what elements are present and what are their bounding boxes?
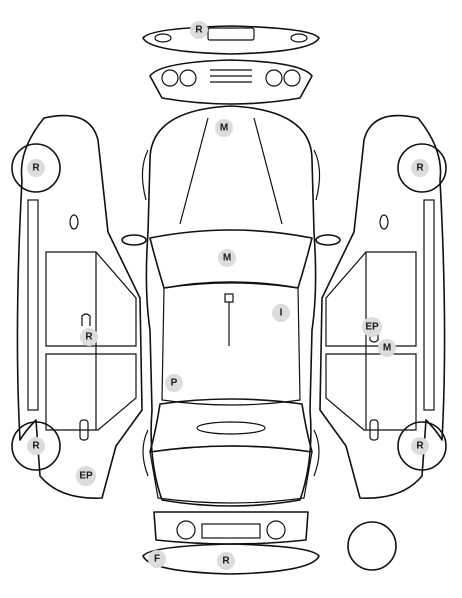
marker-left-wheel-front[interactable]: R [27,159,45,177]
car-body-top-view [121,105,341,507]
marker-front-bumper-left[interactable]: F [148,550,166,568]
marker-front-bumper[interactable]: R [217,552,235,570]
marker-label: I [280,308,283,319]
marker-left-wheel-rear[interactable]: R [27,437,45,455]
marker-label: R [195,25,203,36]
marker-label: R [222,556,230,567]
marker-right-door[interactable]: EP [362,317,382,337]
front-bumper-outline [142,543,320,575]
spare-indicator-circle [347,521,397,571]
marker-right-door-lower[interactable]: M [378,339,396,357]
marker-roof[interactable]: I [272,304,290,322]
marker-hood[interactable]: M [215,119,233,137]
rear-bumper-outline [142,25,320,55]
marker-label: R [416,163,424,174]
marker-label: R [32,441,40,452]
marker-windshield[interactable]: M [218,249,236,267]
marker-label: R [416,441,424,452]
marker-label: R [32,163,40,174]
marker-left-quarter[interactable]: EP [76,466,96,486]
marker-label: R [85,332,93,343]
marker-trunk[interactable]: P [165,374,183,392]
marker-label: M [223,253,231,264]
marker-label: EP [365,322,379,333]
marker-right-wheel-front[interactable]: R [411,159,429,177]
rear-light-panel [149,59,313,105]
marker-label: M [220,123,228,134]
front-light-panel [153,511,309,545]
marker-label: P [171,378,178,389]
marker-label: M [383,343,391,354]
marker-right-wheel-rear[interactable]: R [411,437,429,455]
marker-rear-bumper[interactable]: R [190,21,208,39]
right-side-profile [319,114,447,499]
marker-label: EP [79,471,93,482]
marker-left-rear-door[interactable]: R [80,328,98,346]
marker-label: F [154,554,160,565]
